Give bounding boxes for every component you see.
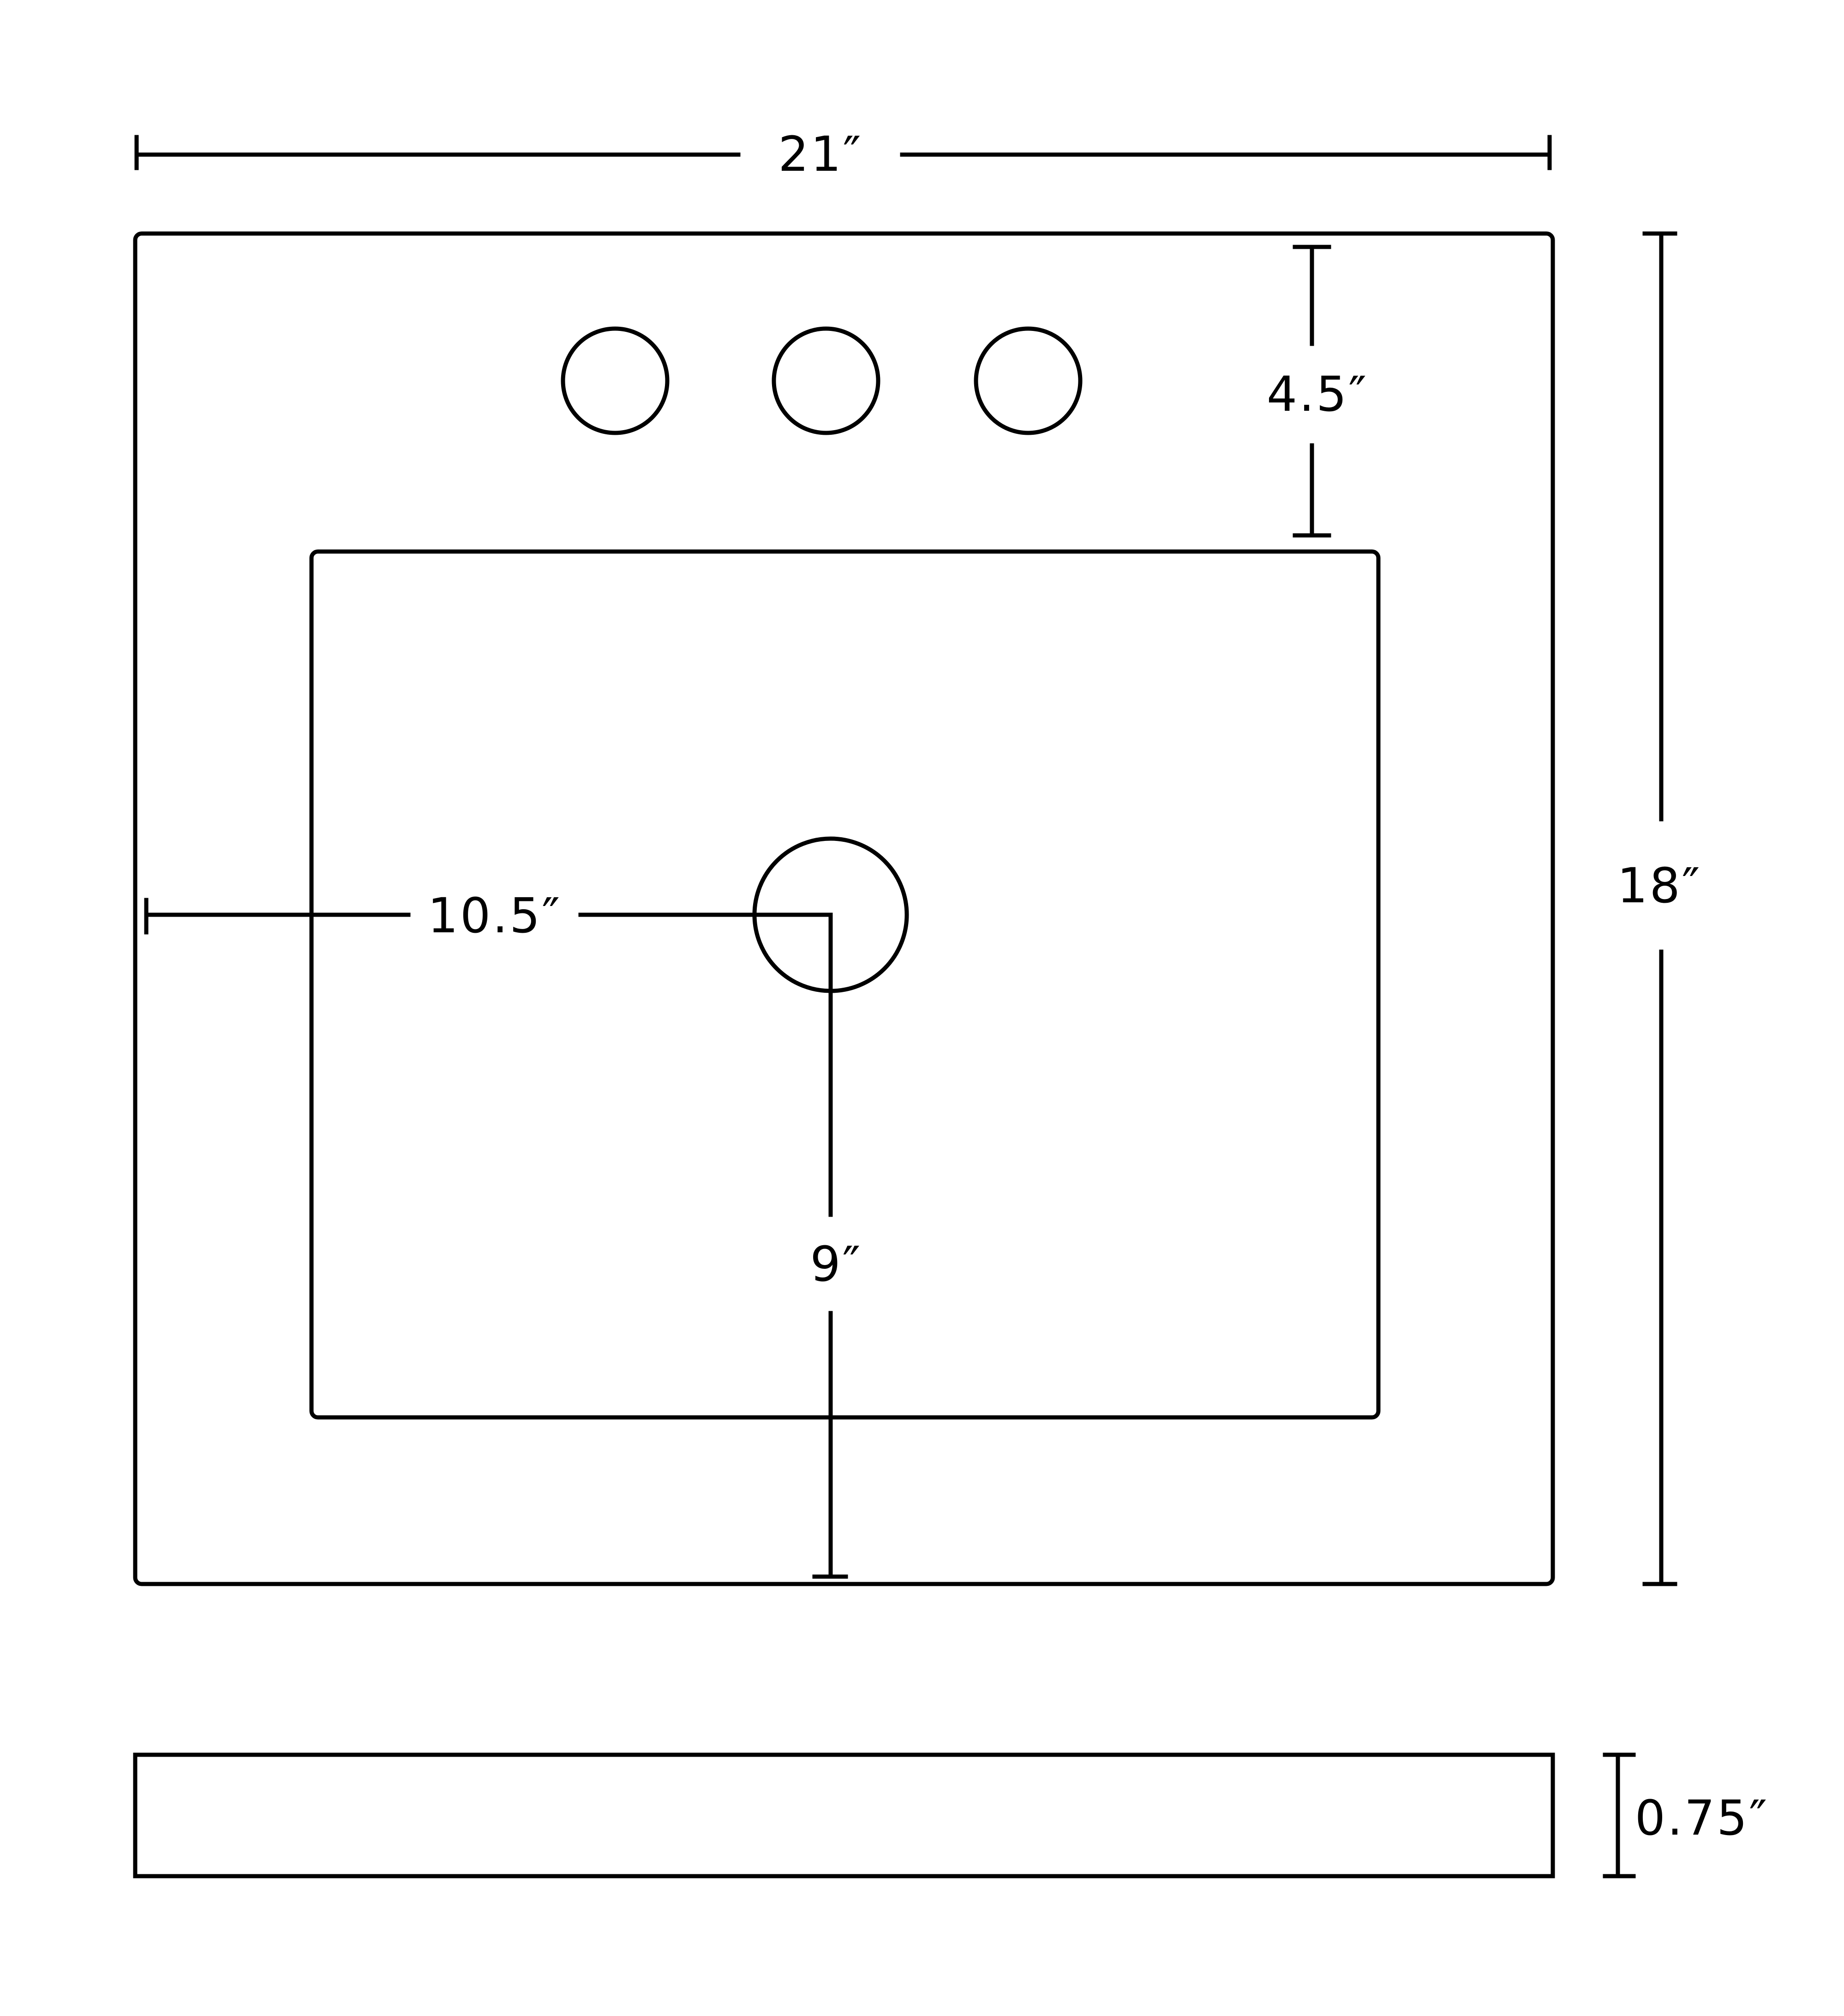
drain-left-dimension: 10.5″ [144,888,833,944]
side-profile-outline [133,1752,1555,1878]
faucet-hole-right [974,326,1083,435]
depth-dimension: 18″ [1617,231,1701,1586]
drain-front-dimension: 9″ [810,912,862,1579]
width-dim-label: 21″ [778,126,862,182]
sink-top-outline [133,231,1555,1586]
setback-dim-label: 4.5″ [1267,366,1368,422]
faucet-holes [561,326,1083,435]
faucet-hole-center [772,326,880,435]
faucet-hole-left [561,326,670,435]
basin-outline [309,549,1381,1420]
drain-front-dim-label: 9″ [810,1236,862,1292]
thickness-dimension: 0.75″ [1603,1752,1769,1878]
depth-dim-label: 18″ [1617,858,1701,914]
width-dimension: 21″ [134,126,1552,182]
thickness-dim-label: 0.75″ [1635,1790,1769,1846]
drain-left-dim-label: 10.5″ [428,888,562,944]
faucet-setback-dimension: 4.5″ [1267,245,1368,538]
